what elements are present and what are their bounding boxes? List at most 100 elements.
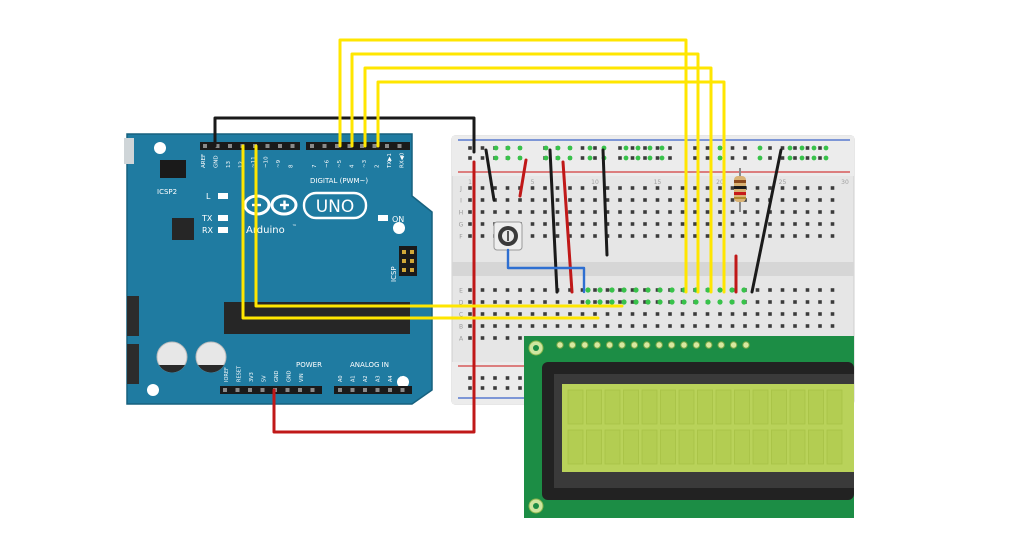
connected-rail-hole <box>757 155 763 161</box>
grid-hole <box>480 210 485 214</box>
grid-hole <box>505 210 510 214</box>
grid-hole <box>593 234 597 238</box>
grid-hole <box>543 324 547 328</box>
led-rx <box>218 227 228 233</box>
rail-hole <box>643 146 647 150</box>
grid-hole <box>780 210 785 214</box>
lcd-char-cell <box>808 389 824 425</box>
grid-hole <box>468 234 472 238</box>
lcd-char-cell <box>678 389 695 425</box>
digital-pin-label: RX◀0 <box>400 152 406 168</box>
rail-hole <box>518 376 522 380</box>
grid-hole <box>543 288 547 292</box>
grid-hole <box>768 312 772 316</box>
grid-hole <box>743 210 747 214</box>
power-pin-label: GND <box>274 370 280 382</box>
grid-hole <box>593 186 597 190</box>
rail-hole <box>780 146 785 150</box>
grid-hole <box>830 186 835 190</box>
grid-hole <box>493 336 497 340</box>
lcd-char-cell <box>623 429 639 465</box>
power-pin-label: 5V <box>262 375 268 382</box>
grid-hole <box>805 234 810 238</box>
lcd-char-cell <box>808 429 824 465</box>
connected-rail-hole <box>567 155 573 161</box>
grid-hole <box>793 234 797 238</box>
grid-hole <box>480 336 485 340</box>
rail-hole <box>668 146 672 150</box>
connected-hole <box>645 299 651 305</box>
rail-hole <box>468 156 472 160</box>
grid-hole <box>580 186 585 190</box>
power-pin-label: 3V3 <box>249 372 255 382</box>
grid-hole <box>605 288 610 292</box>
row-label: E <box>459 288 463 295</box>
rail-hole <box>480 156 485 160</box>
connected-hole <box>717 287 723 293</box>
rail-hole <box>593 156 597 160</box>
grid-hole <box>793 198 797 202</box>
grid-hole <box>830 324 835 328</box>
grid-hole <box>568 324 572 328</box>
grid-hole <box>743 222 747 226</box>
grid-hole <box>643 288 647 292</box>
grid-hole <box>493 288 497 292</box>
header-pin <box>347 144 352 148</box>
connected-rail-hole <box>823 145 829 151</box>
grid-hole <box>468 324 472 328</box>
header-pin <box>260 388 265 392</box>
lcd-pin <box>705 341 713 349</box>
grid-hole <box>655 210 660 214</box>
grid-hole <box>480 288 485 292</box>
header-pin <box>363 388 367 392</box>
lcd-char-cell <box>789 429 806 465</box>
grid-hole <box>693 186 697 190</box>
lcd-pin <box>742 341 750 349</box>
grid-hole <box>743 324 747 328</box>
column-marker: 1 <box>468 179 472 186</box>
grid-hole <box>705 312 710 316</box>
lcd-char-cell <box>752 389 769 425</box>
grid-hole <box>830 198 835 202</box>
grid-hole <box>655 312 660 316</box>
rail-hole <box>743 146 747 150</box>
connected-rail-hole <box>517 145 523 151</box>
header-pin <box>265 144 270 148</box>
led-on <box>378 215 388 221</box>
grid-hole <box>493 312 497 316</box>
grid-hole <box>693 234 697 238</box>
grid-hole <box>505 312 510 316</box>
digital-pin-label: GND <box>214 155 220 168</box>
lcd-char-cell <box>697 429 713 465</box>
connected-rail-hole <box>587 155 593 161</box>
grid-hole <box>530 222 535 226</box>
rail-hole <box>730 156 735 160</box>
grid-hole <box>630 300 635 304</box>
grid-hole <box>818 186 822 190</box>
grid-hole <box>668 324 672 328</box>
connected-rail-hole <box>635 145 641 151</box>
grid-hole <box>605 186 610 190</box>
grid-hole <box>780 198 785 202</box>
grid-hole <box>768 234 772 238</box>
grid-hole <box>643 234 647 238</box>
grid-hole <box>718 210 722 214</box>
grid-hole <box>518 288 522 292</box>
rail-hole <box>655 146 660 150</box>
lcd-char-cell <box>715 429 732 465</box>
row-label: I <box>460 198 462 205</box>
grid-hole <box>480 300 485 304</box>
connected-hole <box>729 287 735 293</box>
header-pin <box>235 388 240 392</box>
grid-hole <box>643 312 647 316</box>
lcd-char-cell <box>586 429 602 465</box>
potentiometer <box>493 221 523 251</box>
grid-hole <box>593 324 597 328</box>
grid-hole <box>518 312 522 316</box>
rail-hole <box>643 156 647 160</box>
grid-hole <box>593 198 597 202</box>
grid-hole <box>693 222 697 226</box>
analog-pin-label: A2 <box>363 375 369 382</box>
